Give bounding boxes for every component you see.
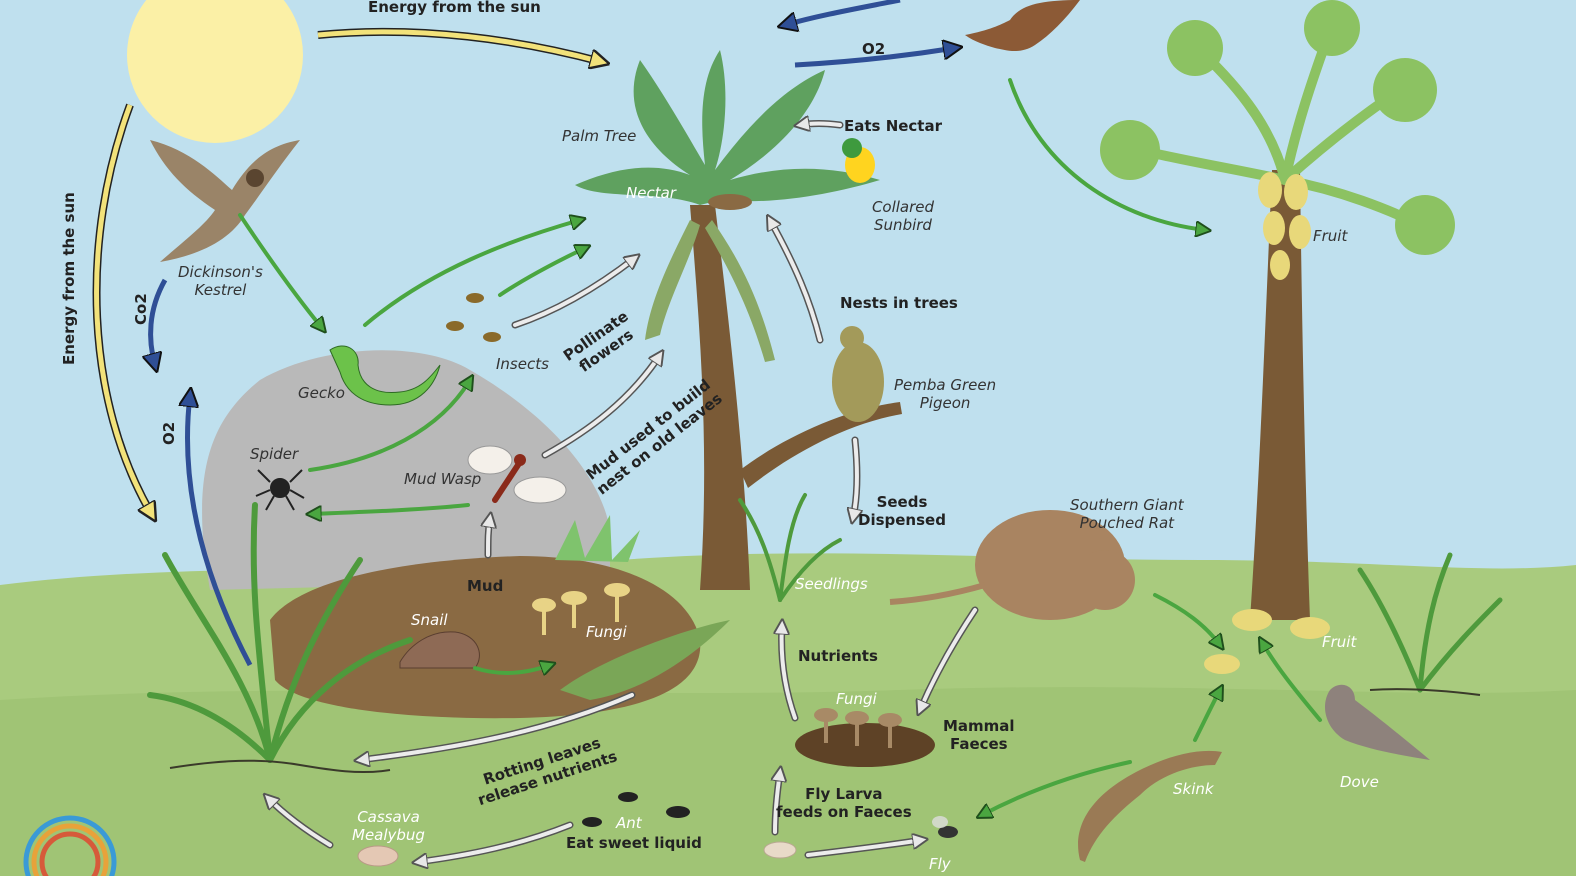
fly-icon: [932, 816, 958, 838]
label-collared-sunbird: Collared Sunbird: [870, 198, 936, 234]
label-mammal-faeces: Mammal Faeces: [943, 717, 1015, 753]
gecko-icon: [329, 345, 441, 406]
label-snail: Snail: [411, 611, 448, 629]
sunbird-icon: [842, 138, 875, 183]
palm-trunk: [690, 205, 750, 590]
roots-left: [169, 759, 391, 774]
label-rat: Southern Giant Pouched Rat: [1070, 496, 1184, 532]
palm-frond-dead: [645, 220, 775, 362]
roots-right: [1369, 688, 1481, 696]
mealybug-icon: [357, 845, 399, 867]
label-nectar: Nectar: [626, 184, 676, 202]
arrow-o2-left: [188, 395, 253, 667]
label-o2-left: O2: [160, 421, 178, 445]
label-gecko: Gecko: [298, 384, 345, 402]
label-ant: Ant: [616, 814, 642, 832]
fungi-mound-icon: [532, 583, 630, 635]
logo-ring: [23, 815, 117, 876]
label-palm-tree: Palm Tree: [562, 127, 637, 145]
rat-icon: [889, 510, 1135, 620]
label-insects: Insects: [496, 355, 549, 373]
label-fungi-mound: Fungi: [586, 623, 627, 641]
fungi-ground-icon: [814, 708, 902, 748]
nutrient-arrows-fill: [268, 124, 977, 863]
label-collared-sunbird-text: Collared Sunbird: [871, 198, 935, 234]
label-cassava-line1: Cassava: [357, 808, 420, 826]
kestrel-icon: [150, 140, 300, 262]
label-nutrients: Nutrients: [798, 647, 878, 665]
label-eat-sweet: Eat sweet liquid: [566, 834, 702, 852]
label-mammal-line2: Faeces: [949, 735, 1008, 753]
label-co2-left: Co2: [132, 293, 150, 325]
tree-fruits: [1258, 172, 1311, 280]
label-mammal-line1: Mammal: [943, 717, 1015, 735]
label-kestrel-line1: Dickinson's: [178, 263, 263, 281]
fruit-tree-leaves: [1100, 0, 1455, 255]
fruit-tree-trunk: [1250, 170, 1310, 620]
label-seeds-line2: Dispensed: [858, 511, 946, 529]
label-kestrel: Dickinson's Kestrel: [178, 263, 263, 299]
palm-branch: [740, 402, 902, 488]
nest: [708, 194, 752, 210]
arrow-top-left: [785, 0, 901, 25]
label-cassava-mealybug: Cassava Mealybug: [352, 808, 425, 844]
pigeon-icon: [832, 326, 884, 422]
insects-icon: [446, 293, 501, 342]
label-mud: Mud: [467, 577, 504, 595]
label-fly: Fly: [929, 855, 951, 873]
label-rat-line1: Southern Giant: [1070, 496, 1184, 514]
sun: [127, 0, 303, 143]
bat-icon: [965, 0, 1080, 52]
mound-leaf: [560, 620, 730, 700]
label-fruit-ground: Fruit: [1322, 633, 1357, 651]
label-fruit-tree: Fruit: [1313, 227, 1348, 245]
snail-icon: [399, 631, 480, 669]
label-fungi-ground: Fungi: [836, 690, 877, 708]
dove-icon: [1325, 684, 1430, 760]
label-seedlings: Seedlings: [795, 575, 868, 593]
ant-icon: [582, 792, 690, 827]
label-skink: Skink: [1173, 780, 1214, 798]
grass-right: [1357, 552, 1503, 693]
grass-left: [147, 502, 413, 763]
label-mud-wasp: Mud Wasp: [404, 470, 482, 488]
rock: [202, 350, 610, 590]
label-o2-top: O2: [862, 40, 886, 58]
label-energy-left: Energy from the sun: [60, 192, 78, 365]
fly-larva-icon: [763, 841, 797, 859]
arrow-o2-top: [794, 48, 955, 68]
label-pemba-line1: Pemba Green: [894, 376, 997, 394]
label-seeds: Seeds Dispensed: [858, 493, 946, 529]
mud-wasp-icon: [467, 445, 567, 504]
label-fly-larva-line1: Fly Larva: [805, 785, 883, 803]
arrow-co2-left: [151, 278, 168, 365]
label-rat-line2: Pouched Rat: [1079, 514, 1175, 532]
label-dove: Dove: [1340, 773, 1379, 791]
label-pemba-line2: Pigeon: [919, 394, 971, 412]
label-fly-larva-line2: feeds on Faeces: [776, 803, 912, 821]
food-arrows: [238, 78, 1322, 815]
spider-icon: [255, 469, 305, 511]
label-pemba-pigeon: Pemba Green Pigeon: [894, 376, 996, 412]
label-eats-nectar: Eats Nectar: [844, 117, 942, 135]
label-nests-in-trees: Nests in trees: [840, 294, 958, 312]
faeces-mound: [795, 723, 935, 767]
label-energy-top: Energy from the sun: [368, 0, 541, 16]
label-seeds-line1: Seeds: [876, 493, 928, 511]
palm-crown: [575, 50, 880, 205]
label-fly-larva: Fly Larva feeds on Faeces: [776, 785, 912, 821]
label-kestrel-line2: Kestrel: [194, 281, 247, 299]
ground-shade: [0, 687, 1576, 876]
skink-icon: [1078, 750, 1222, 862]
mound-grass: [555, 515, 640, 562]
ground-fruits: [1204, 609, 1330, 674]
label-cassava-line2: Mealybug: [352, 826, 425, 844]
grass-seedlings: [738, 493, 842, 602]
label-spider: Spider: [250, 445, 299, 463]
